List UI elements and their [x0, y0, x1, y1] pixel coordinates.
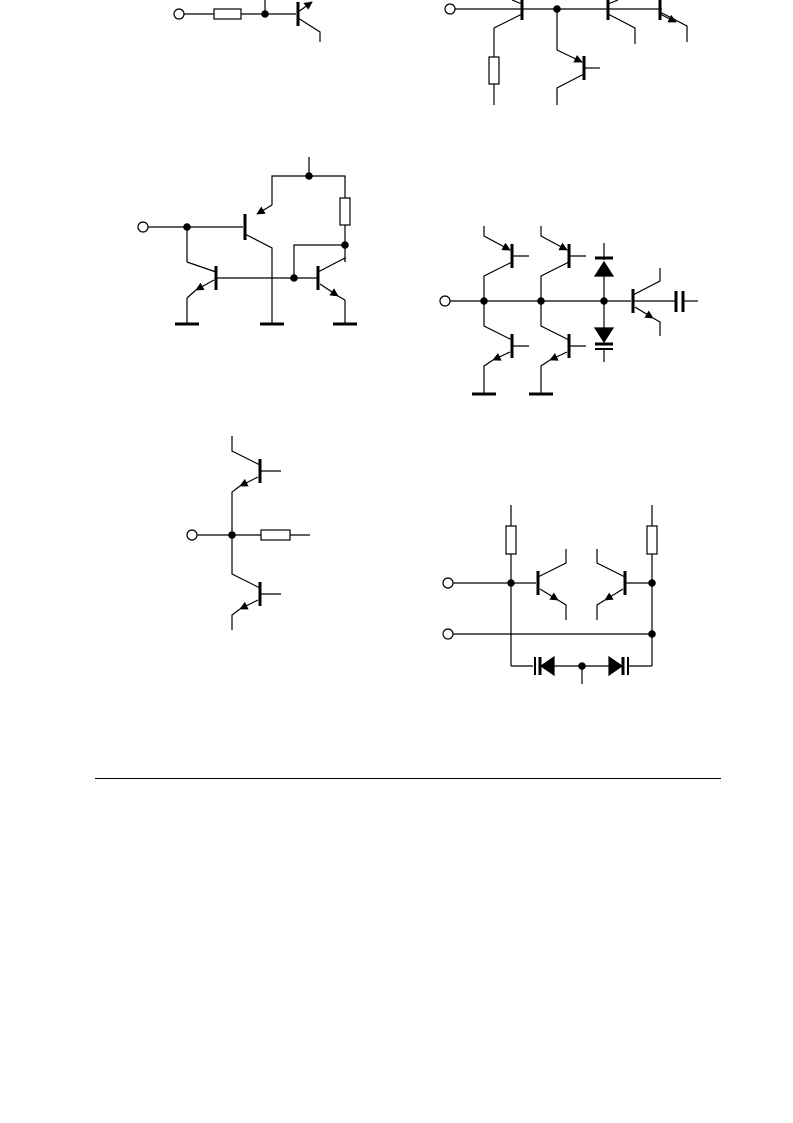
resistor — [646, 525, 658, 555]
pnp-transistor-bottom — [231, 535, 281, 630]
capacitor — [674, 291, 698, 312]
transistor-left — [493, 0, 524, 57]
pnp-transistor-top — [243, 204, 273, 324]
npn-transistor-output — [631, 268, 675, 336]
input-terminal — [173, 8, 185, 20]
input-terminal — [442, 577, 454, 589]
npn-transistor-left — [186, 261, 218, 324]
node — [648, 579, 656, 587]
circuit-3 — [137, 157, 357, 326]
input-terminal — [442, 628, 454, 640]
input-terminal — [137, 221, 149, 233]
varactor-diode-right — [608, 655, 629, 677]
pnp-transistor-bottom-1 — [483, 301, 529, 394]
node — [507, 579, 515, 587]
npn-transistor-top-1 — [483, 226, 529, 301]
input-terminal — [186, 529, 198, 541]
resistor — [488, 56, 500, 85]
resistor — [260, 529, 291, 541]
diode-bottom — [593, 301, 615, 362]
diode-top — [593, 243, 615, 301]
varactor-diode-left — [534, 655, 555, 677]
transistor-mid — [606, 0, 636, 44]
footer-divider — [95, 778, 721, 779]
npn-transistor-top-2 — [540, 226, 586, 301]
circuit-1 — [173, 0, 321, 42]
node — [648, 630, 656, 638]
circuit-2 — [444, 0, 688, 105]
input-terminal — [444, 3, 456, 15]
circuit-4 — [439, 226, 698, 396]
circuit-schematics — [137, 0, 698, 684]
transistor-bottom — [556, 49, 600, 105]
npn-transistor — [296, 1, 321, 42]
circuit-6 — [442, 505, 658, 684]
resistor — [505, 525, 517, 555]
npn-transistor-top — [231, 436, 281, 535]
node — [290, 274, 298, 282]
pnp-transistor-bottom-2 — [540, 301, 586, 394]
resistor — [213, 8, 242, 20]
npn-transistor-left — [536, 549, 567, 620]
transistor-right — [658, 0, 688, 42]
npn-transistor-right — [316, 257, 346, 324]
resistor — [339, 197, 351, 226]
npn-transistor-right — [596, 549, 652, 620]
circuit-5 — [186, 436, 310, 630]
input-terminal — [439, 295, 451, 307]
